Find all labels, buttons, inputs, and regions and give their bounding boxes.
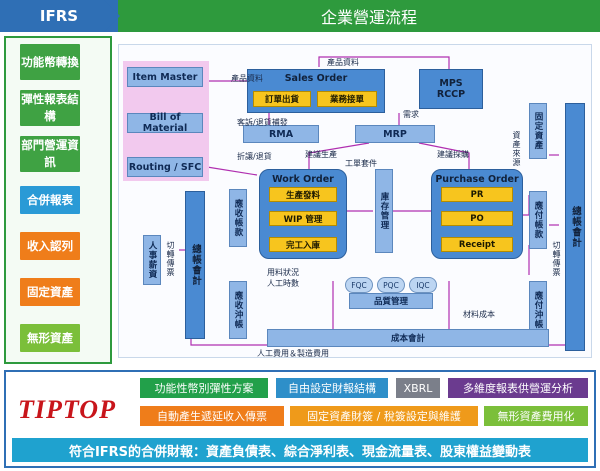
label-transfer-voucher-right: 切轉傳票 [552,241,561,277]
process-diagram: Item Master Bill of Material Routing / S… [118,44,592,358]
mps-rccp-block[interactable]: MPS RCCP [419,69,483,109]
accounts-payable-block[interactable]: 應付帳款 [529,191,547,249]
label-work-order-set: 工單套件 [345,159,377,168]
business-order-block[interactable]: 業務接單 [317,91,377,107]
feature-legend: TIPTOP 功能性幣別彈性方案 自由設定財報結構 XBRL 多維度報表供營運分… [4,370,596,468]
bill-of-material-block[interactable]: Bill of Material [127,112,203,134]
general-ledger-right-block[interactable]: 總帳會計 [565,103,585,351]
general-ledger-left-block[interactable]: 總帳會計 [185,191,205,339]
pqc-node[interactable]: PQC [377,277,405,293]
tag-xbrl: XBRL [396,378,440,398]
sidebar-item-intangible-assets[interactable]: 無形資產 [20,324,80,352]
sidebar-item-functional-currency[interactable]: 功能幣轉換 [20,44,80,80]
ifrs-consolidated-statement-bar: 符合IFRS的合併財報：資產負債表、綜合淨利表、現金流量表、股東權益變動表 [12,438,588,462]
header-arrow [104,0,120,32]
label-purchase-source: 資產來源 [512,131,521,167]
sidebar-item-consolidation[interactable]: 合併報表 [20,186,80,214]
label-build-purchase: 建議採購 [437,150,469,159]
sidebar-item-flexible-report[interactable]: 彈性報表結構 [20,90,80,126]
item-master-block[interactable]: Item Master [127,67,203,87]
inventory-block[interactable]: 庫存管理 [375,169,393,253]
tag-free-report-structure: 自由設定財報結構 [276,378,388,398]
fixed-assets-block[interactable]: 固定資產 [529,103,547,159]
po-block[interactable]: PO [441,211,513,226]
cost-accounting-block[interactable]: 成本會計 [267,329,549,347]
ap-settlement-block[interactable]: 應付沖帳 [529,281,547,339]
sidebar-item-fixed-assets[interactable]: 固定資產 [20,278,80,306]
page-title: 企業營運流程 [118,0,600,32]
tag-functional-currency: 功能性幣別彈性方案 [140,378,268,398]
material-issue-block[interactable]: 生產發料 [269,187,337,202]
pr-block[interactable]: PR [441,187,513,202]
ifrs-sidebar: 功能幣轉換 彈性報表結構 部門營運資訊 合併報表 收入認列 固定資產 無形資產 [4,36,112,364]
mrp-block[interactable]: MRP [355,125,435,143]
hr-salary-block[interactable]: 人事薪資 [143,235,161,285]
label-labor-manufacturing-cost: 人工費用＆製造費用 [257,349,329,358]
tag-fixed-asset-setup: 固定資產財簽 / 稅簽設定與維護 [290,406,478,426]
label-new-return: 折讓/退貨 [237,152,272,161]
receipt-block[interactable]: Receipt [441,237,513,252]
label-build-order: 建議生產 [305,150,337,159]
completion-stock-in-block[interactable]: 完工入庫 [269,237,337,252]
iqc-node[interactable]: IQC [409,277,437,293]
label-material-labor-hours: 用料狀況 人工時數 [267,268,299,289]
label-material-cost: 材料成本 [463,310,495,319]
tiptop-logo: TIPTOP [18,395,116,424]
tag-intangible-expense: 無形資產費用化 [484,406,588,426]
quality-management-block[interactable]: 品質管理 [349,293,433,309]
sidebar-item-segment-info[interactable]: 部門營運資訊 [20,136,80,172]
ifrs-header-label: IFRS [0,0,118,32]
order-shipping-block[interactable]: 訂單出貨 [253,91,311,107]
label-product-data-top: 產品資料 [327,58,359,67]
label-customer-credit: 客訴/退貨補發 [237,118,288,127]
wip-management-block[interactable]: WIP 管理 [269,211,337,226]
sidebar-item-revenue-recognition[interactable]: 收入認列 [20,232,80,260]
accounts-receivable-block[interactable]: 應收帳款 [229,189,247,247]
tag-deferred-revenue: 自動產生遞延收入傳票 [140,406,284,426]
routing-sfc-block[interactable]: Routing / SFC [127,157,203,177]
tag-multi-dimension-report: 多維度報表供營運分析 [448,378,588,398]
fqc-node[interactable]: FQC [345,277,373,293]
label-product-data-left: 產品資料 [231,74,263,83]
rma-block[interactable]: RMA [243,125,319,143]
svg-text:TIPTOP: TIPTOP [18,395,116,424]
ar-settlement-block[interactable]: 應收沖帳 [229,281,247,339]
label-transfer-voucher-left: 切轉傳票 [166,241,175,277]
label-demand: 需求 [403,110,419,119]
